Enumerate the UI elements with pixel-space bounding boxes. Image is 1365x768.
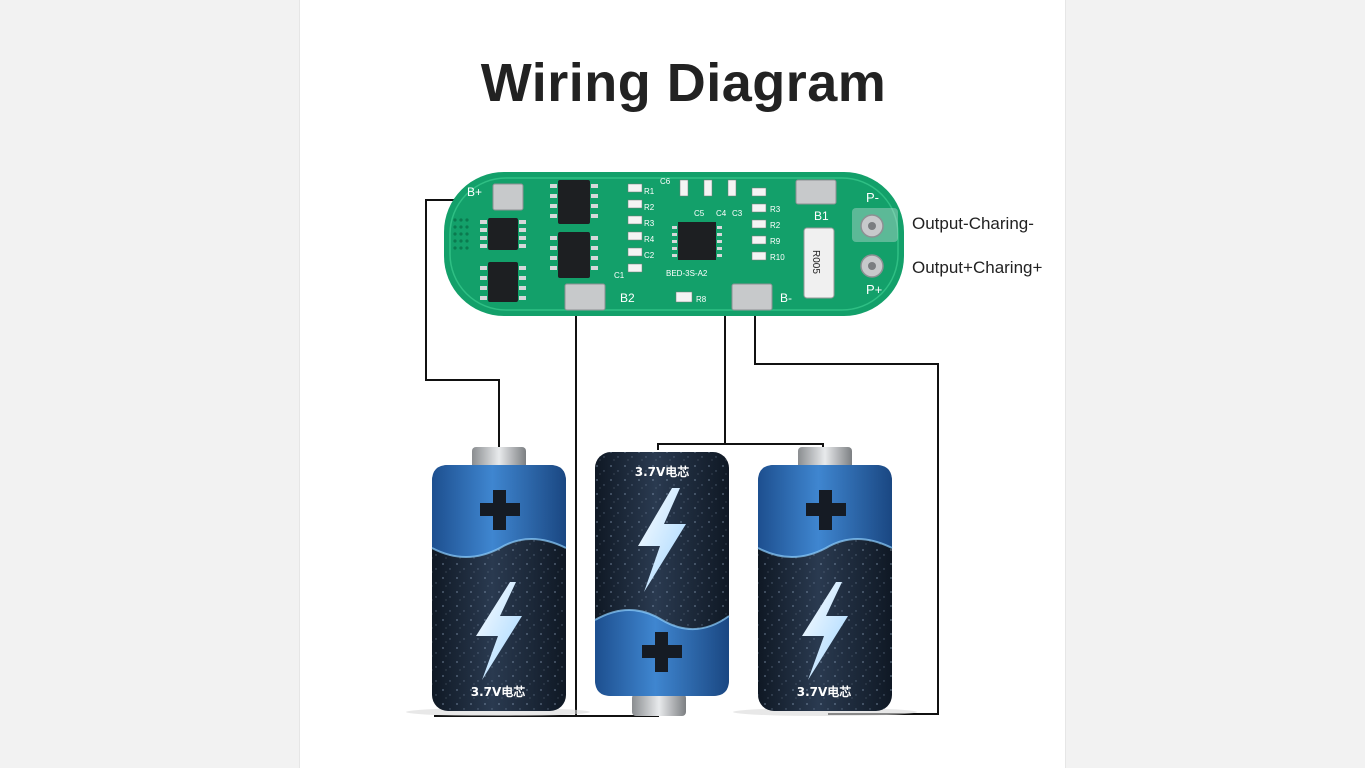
wiring-diagram: B+ B1 B2 B- P- P+ C6 R1 R2 R3 R4 C2 C1 C… bbox=[406, 172, 939, 717]
shunt-resistor bbox=[803, 227, 835, 299]
label-bminus: B- bbox=[780, 291, 792, 305]
battery-1-label: 3.7V电芯 bbox=[471, 684, 526, 699]
label-c4: C4 bbox=[716, 209, 727, 218]
output-plus-label: Output+Charing+ bbox=[912, 258, 1043, 277]
battery-2: 3.7V电芯 bbox=[594, 452, 730, 716]
plus-icon bbox=[806, 490, 846, 530]
battery-3-label: 3.7V电芯 bbox=[797, 684, 852, 699]
plus-icon bbox=[480, 490, 520, 530]
label-r3: R3 bbox=[644, 219, 655, 228]
label-bplus: B+ bbox=[467, 185, 482, 199]
label-r1: R1 bbox=[644, 187, 655, 196]
wire-b1-right bbox=[725, 443, 824, 448]
battery-3-terminal bbox=[798, 447, 852, 469]
label-r3-right: R3 bbox=[770, 205, 781, 214]
pad-b2 bbox=[564, 283, 606, 311]
label-c5: C5 bbox=[694, 209, 705, 218]
label-c2: C2 bbox=[644, 251, 655, 260]
diagram-canvas: Wiring Diagram bbox=[299, 0, 1066, 768]
battery-2-terminal bbox=[632, 694, 686, 716]
label-b2: B2 bbox=[620, 291, 635, 305]
label-model: BED-3S-A2 bbox=[666, 269, 708, 278]
label-c6: C6 bbox=[660, 177, 671, 186]
label-r2-right: R2 bbox=[770, 221, 781, 230]
pcb-board: B+ B1 B2 B- P- P+ C6 R1 R2 R3 R4 C2 C1 C… bbox=[444, 172, 904, 316]
lightning-icon bbox=[476, 582, 522, 680]
battery-1: 3.7V电芯 bbox=[431, 447, 567, 711]
label-r10: R10 bbox=[770, 253, 785, 262]
diagram-title: Wiring Diagram bbox=[480, 53, 887, 113]
label-c3: C3 bbox=[732, 209, 743, 218]
label-r005: R005 bbox=[810, 250, 821, 274]
label-r4: R4 bbox=[644, 235, 655, 244]
battery-3: 3.7V电芯 bbox=[757, 447, 893, 711]
label-b1: B1 bbox=[814, 209, 829, 223]
label-r8: R8 bbox=[696, 295, 707, 304]
control-ic bbox=[678, 222, 716, 260]
via-grid bbox=[453, 218, 469, 250]
battery-1-terminal bbox=[472, 447, 526, 469]
lightning-icon bbox=[638, 488, 686, 592]
label-r9: R9 bbox=[770, 237, 781, 246]
pad-bplus bbox=[492, 183, 524, 211]
output-minus-label: Output-Charing- bbox=[912, 214, 1034, 233]
label-r2: R2 bbox=[644, 203, 655, 212]
label-c1: C1 bbox=[614, 271, 625, 280]
wire-bplus bbox=[425, 199, 500, 448]
label-pplus: P+ bbox=[866, 282, 882, 297]
battery-2-label: 3.7V电芯 bbox=[635, 464, 690, 479]
lightning-icon bbox=[802, 582, 848, 680]
pad-b1 bbox=[795, 179, 837, 205]
pad-bminus bbox=[731, 283, 773, 311]
plus-icon bbox=[642, 632, 682, 672]
label-pminus: P- bbox=[866, 190, 879, 205]
